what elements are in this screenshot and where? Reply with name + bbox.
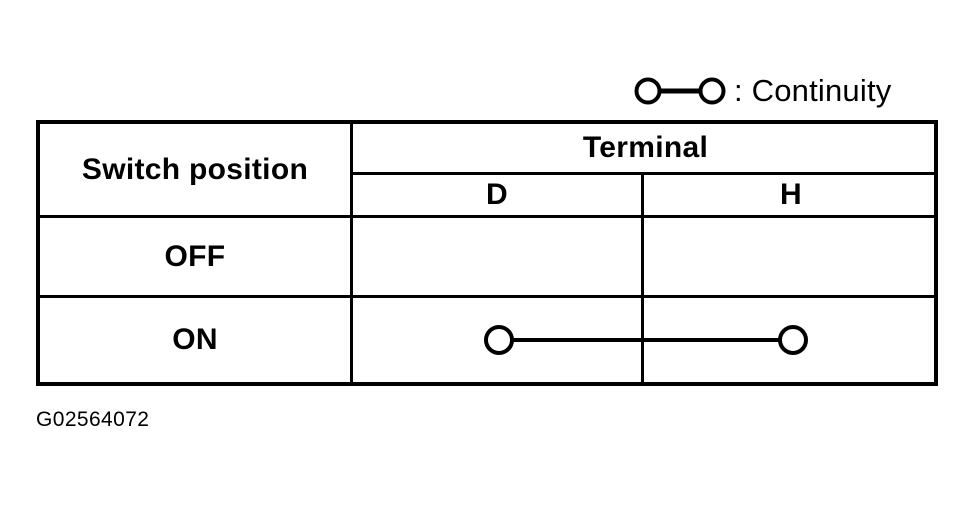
row-off-position-label: OFF (164, 239, 226, 273)
switch-continuity-table: Switch position Terminal D H OFF ON (36, 120, 938, 386)
row-divider-header-bottom (36, 215, 938, 218)
row-divider-terminal-subheader (353, 172, 938, 175)
header-switch-position: Switch position (40, 124, 350, 215)
continuity-symbol-icon (634, 77, 726, 105)
table-row-off-cell-h (644, 218, 938, 295)
figure-caption: G02564072 (36, 408, 150, 431)
header-switch-position-label: Switch position (81, 152, 309, 186)
table-row-on-continuity-cell (353, 298, 938, 382)
continuity-legend: : Continuity (628, 68, 891, 114)
continuity-marker-icon (483, 325, 808, 355)
header-terminal-h: H (644, 175, 938, 215)
row-on-position-label: ON (172, 323, 218, 356)
header-terminal-group: Terminal (353, 124, 938, 172)
table-row-off-label: OFF (40, 218, 350, 295)
header-terminal-h-label: H (780, 178, 802, 211)
header-terminal-d: D (353, 175, 641, 215)
row-divider-off-on (36, 295, 938, 298)
table-row-off-cell-d (353, 218, 641, 295)
column-divider-terminal (641, 172, 644, 386)
header-terminal-label: Terminal (582, 131, 709, 164)
continuity-legend-label: : Continuity (734, 73, 892, 108)
column-divider-main (350, 120, 353, 386)
header-terminal-d-label: D (486, 178, 508, 211)
table-row-on-label: ON (40, 298, 350, 382)
